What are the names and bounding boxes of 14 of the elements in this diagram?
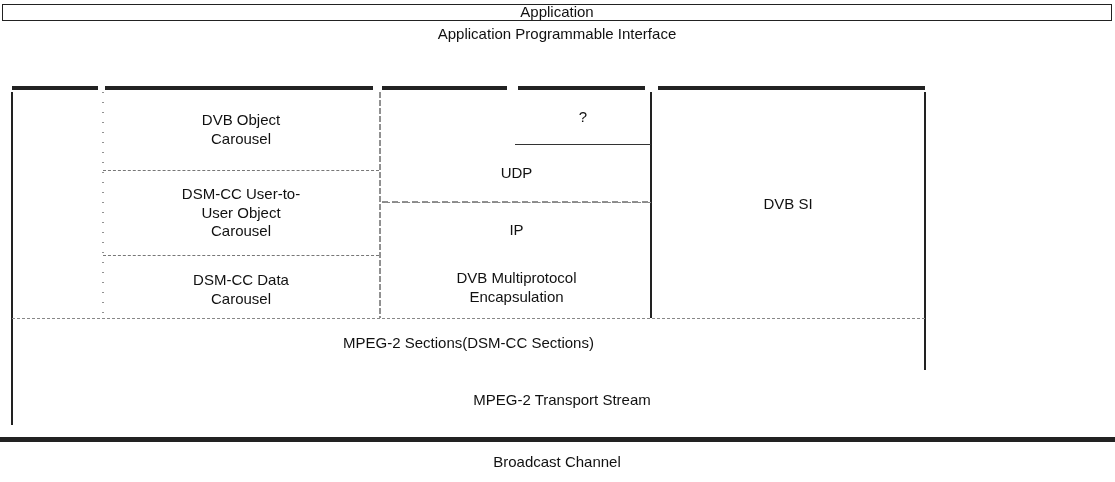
layer-label: DSM-CC User-to-User Object Carousel — [180, 184, 302, 242]
layer-label: MPEG-2 Sections(DSM-CC Sections) — [343, 334, 594, 353]
layer-label: MPEG-2 Transport Stream — [473, 391, 651, 410]
layer-label: DSM-CC Data Carousel — [192, 271, 290, 309]
layer-box — [2, 4, 1112, 21]
layer-label: DVB SI — [763, 194, 813, 214]
interface-label: Application Programmable Interface — [437, 25, 677, 42]
layer-label: Application — [520, 3, 594, 22]
interface-label: Broadcast Channel — [493, 453, 621, 470]
layer-label: ? — [578, 107, 588, 127]
layer-label: DVB Object Carousel — [200, 111, 282, 149]
layer-label: DVB Multiprotocol Encapsulation — [455, 268, 578, 307]
layer-label: UDP — [500, 164, 533, 183]
layer-label: IP — [509, 220, 524, 240]
